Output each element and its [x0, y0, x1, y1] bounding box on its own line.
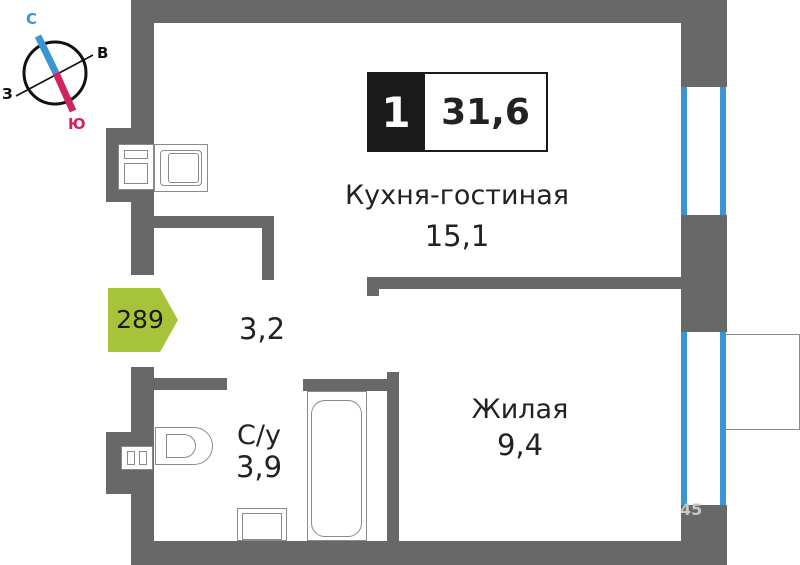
compass: С В З Ю [0, 0, 120, 140]
wall-bottom [131, 541, 698, 565]
watermark: 45 [680, 500, 703, 519]
tank-button-2 [139, 451, 147, 465]
window-bedroom-inner [681, 332, 687, 505]
wall-right-middle [681, 215, 727, 332]
apartment-number-tag: 289 [108, 288, 180, 352]
wall-bathroom-right [387, 372, 399, 542]
compass-east-label: В [97, 44, 109, 62]
room-hall-area: 3,2 [238, 312, 286, 346]
room-kitchen-living-name: Кухня-гостиная [344, 180, 570, 211]
kitchen-sink [154, 144, 208, 192]
washbasin-bowl [242, 513, 282, 540]
wall-bathroom-top-right [303, 379, 399, 391]
tank-button-1 [127, 451, 135, 465]
compass-icon [15, 34, 94, 113]
stove-oven [124, 163, 148, 184]
wall-bedroom-top-stub [367, 277, 379, 296]
total-area: 31,6 [425, 72, 548, 152]
room-bedroom-area: 9,4 [496, 428, 544, 462]
wall-hall-upper-stub [262, 216, 274, 280]
window-bedroom-outer [720, 332, 726, 505]
rooms-count: 1 [367, 72, 425, 152]
wall-right-top [681, 0, 727, 87]
toilet-seat [166, 434, 196, 458]
apartment-number: 289 [116, 305, 164, 334]
tag-shape-icon [108, 288, 178, 352]
wall-top [131, 0, 698, 23]
bathtub-inner [311, 400, 362, 537]
window-kitchen-outer [720, 87, 726, 215]
compass-north-label: С [26, 10, 38, 28]
balcony [726, 334, 800, 430]
stove [118, 144, 154, 190]
washbasin [237, 508, 287, 541]
wall-hall-upper [154, 216, 274, 228]
area-badge: 1 31,6 [367, 72, 548, 152]
room-bathroom-area: 3,9 [235, 450, 283, 484]
stove-panel [124, 150, 148, 159]
compass-south-label: Ю [68, 115, 86, 133]
compass-west-label: З [2, 85, 13, 103]
toilet [155, 427, 213, 465]
toilet-tank [121, 446, 153, 470]
room-kitchen-living-area: 15,1 [424, 219, 490, 253]
wall-right-bottom [681, 505, 727, 565]
wall-bathroom-top-left [154, 378, 227, 390]
window-kitchen-inner [681, 87, 687, 215]
sink-bowl [168, 153, 199, 183]
bathtub [307, 391, 367, 541]
wall-bedroom-top [367, 277, 681, 289]
room-bathroom-name: С/у [237, 420, 281, 451]
room-bedroom-name: Жилая [471, 394, 569, 425]
